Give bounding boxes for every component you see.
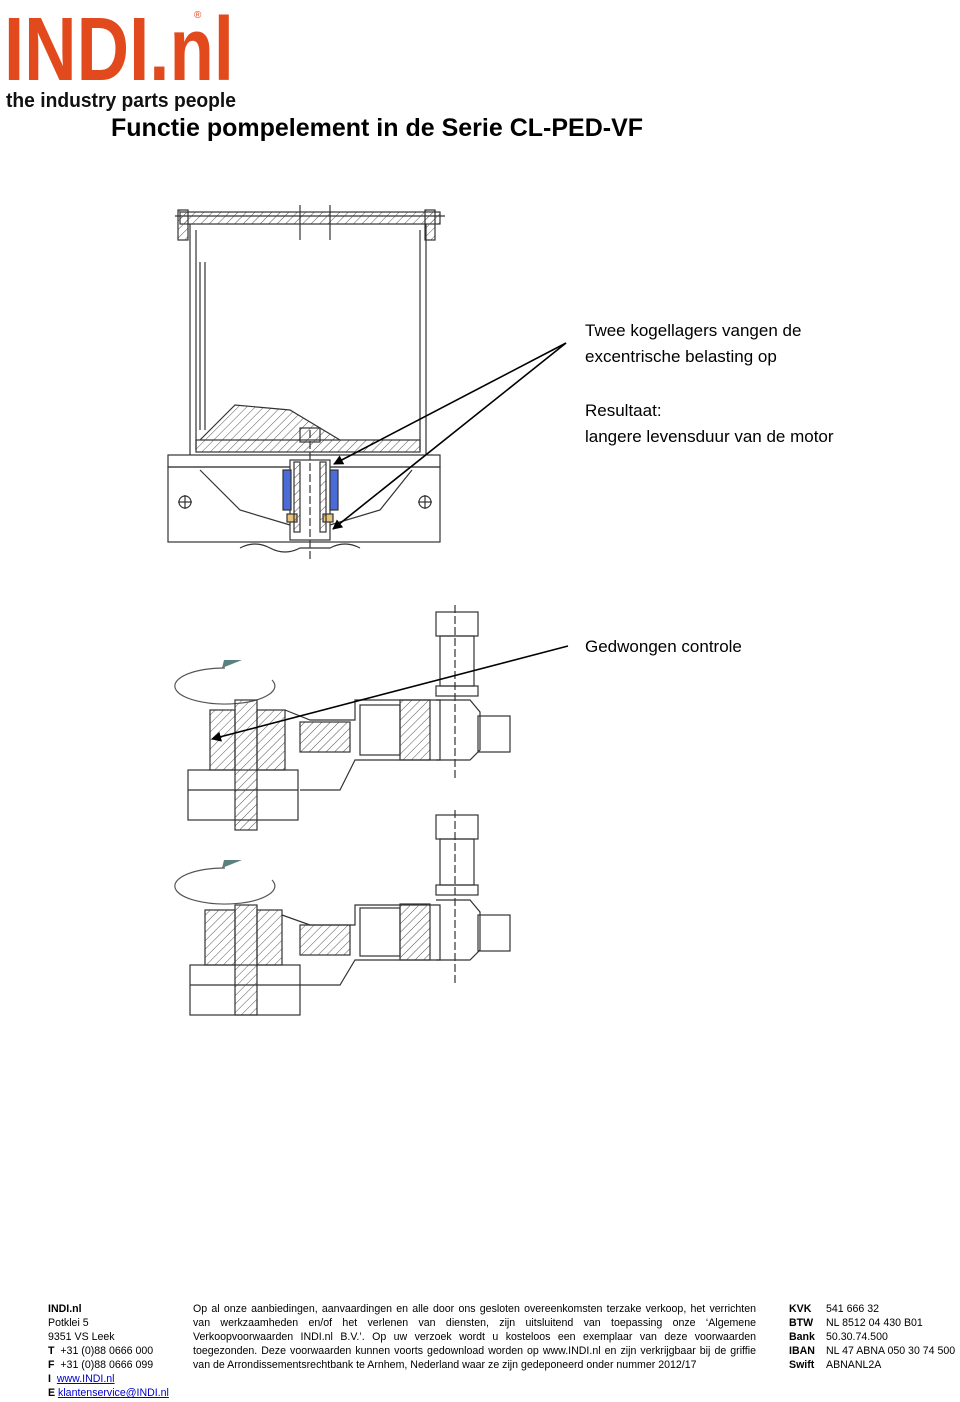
registration-value: 50.30.74.500 xyxy=(826,1331,888,1343)
footer-address: INDI.nl Potklei 5 9351 VS Leek T +31 (0)… xyxy=(48,1302,188,1400)
bearing-arrow-lower xyxy=(332,342,567,530)
pump-element-drawing-2 xyxy=(174,810,511,1016)
logo-registered-mark: ® xyxy=(194,10,202,21)
registration-key: KVK xyxy=(789,1303,812,1315)
registration-value: ABNANL2A xyxy=(826,1359,882,1371)
registration-value: NL 47 ABNA 050 30 74 500 xyxy=(826,1345,956,1357)
footer-fax-label: F xyxy=(48,1359,55,1371)
footer-phone-label: T xyxy=(48,1345,55,1357)
registration-row: Swift ABNANL2A xyxy=(789,1358,959,1372)
footer-terms: Op al onze aanbiedingen, aanvaardingen e… xyxy=(193,1302,756,1372)
bearings-callout: Twee kogellagers vangen de excentrische … xyxy=(585,318,801,370)
logo-wordmark: INDI.nl xyxy=(4,4,234,100)
registration-row: BTW NL 8512 04 430 B01 xyxy=(789,1316,959,1330)
bearing-arrow-upper xyxy=(333,342,567,465)
pump-element-drawing-1 xyxy=(174,605,511,831)
footer-web-link[interactable]: www.INDI.nl xyxy=(56,1373,115,1385)
footer-registration: KVK 541 666 32 BTW NL 8512 04 430 B01 Ba… xyxy=(789,1302,959,1372)
footer-phone: +31 (0)88 0666 000 xyxy=(60,1345,154,1357)
registration-row: Bank 50.30.74.500 xyxy=(789,1330,959,1344)
footer-fax: +31 (0)88 0666 099 xyxy=(60,1359,154,1371)
logo-tagline: the industry parts people xyxy=(6,90,236,112)
footer-city: 9351 VS Leek xyxy=(48,1331,115,1343)
registration-row: KVK 541 666 32 xyxy=(789,1302,959,1316)
registration-key: Swift xyxy=(789,1359,815,1371)
pump-element-drawings xyxy=(167,205,569,1016)
footer-street: Potklei 5 xyxy=(48,1317,89,1329)
page-title: Functie pompelement in de Serie CL-PED-V… xyxy=(111,114,644,142)
footer-terms-text: Op al onze aanbiedingen, aanvaardingen e… xyxy=(193,1303,756,1371)
registration-key: Bank xyxy=(789,1331,815,1343)
registration-row: IBAN NL 47 ABNA 050 30 74 500 xyxy=(789,1344,959,1358)
result-callout-line1: Resultaat: xyxy=(585,401,662,420)
footer-web-label: I xyxy=(48,1373,51,1385)
footer-email-label: E xyxy=(48,1387,56,1399)
registration-value: NL 8512 04 430 B01 xyxy=(826,1317,923,1329)
bearings-callout-line1: Twee kogellagers vangen de xyxy=(585,321,802,340)
result-callout: Resultaat: langere levensduur van de mot… xyxy=(585,398,834,450)
registration-key: BTW xyxy=(789,1317,814,1329)
reservoir-drawing xyxy=(167,205,445,560)
footer-company: INDI.nl xyxy=(48,1303,82,1315)
indi-logo: INDI.nl ® the industry parts people xyxy=(4,4,236,112)
result-callout-line2: langere levensduur van de motor xyxy=(585,427,834,446)
forced-control-callout: Gedwongen controle xyxy=(585,637,742,656)
bearings-callout-line2: excentrische belasting op xyxy=(585,347,777,366)
registration-value: 541 666 32 xyxy=(826,1303,880,1315)
footer-email-link[interactable]: klantenservice@INDI.nl xyxy=(58,1387,169,1399)
registration-key: IBAN xyxy=(789,1345,815,1357)
forced-control-arrow xyxy=(211,645,569,742)
